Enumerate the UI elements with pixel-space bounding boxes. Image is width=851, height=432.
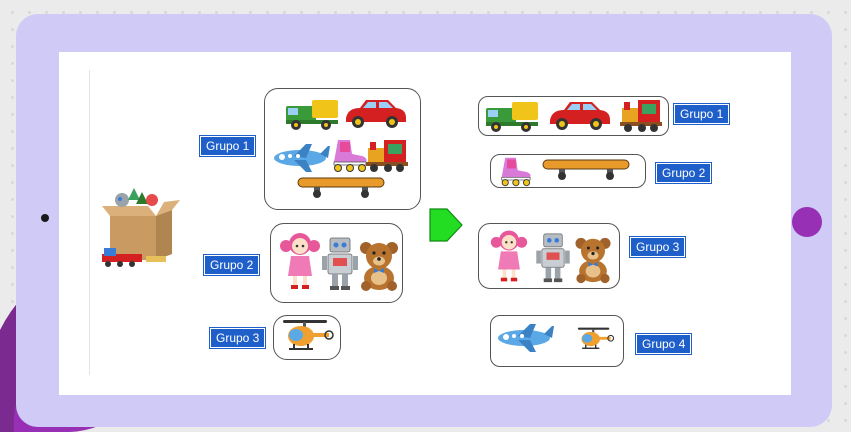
toy-truck-icon bbox=[484, 100, 540, 134]
next-arrow-icon[interactable] bbox=[429, 208, 463, 242]
doll-icon bbox=[489, 226, 529, 284]
toy-helicopter-icon bbox=[575, 326, 615, 352]
after-group-3-label: Grupo 3 bbox=[630, 237, 686, 257]
after-group-2-label: Grupo 2 bbox=[656, 163, 712, 183]
toy-train-icon bbox=[366, 138, 410, 174]
toy-airplane-icon bbox=[272, 142, 332, 176]
camera-dot bbox=[41, 214, 49, 222]
roller-skate-icon bbox=[328, 138, 370, 174]
robot-icon bbox=[535, 232, 571, 284]
toy-car-icon bbox=[342, 98, 408, 130]
teddy-bear-icon bbox=[358, 240, 400, 292]
divider-line bbox=[89, 70, 90, 375]
toy-airplane-icon bbox=[496, 322, 556, 356]
doll-icon bbox=[278, 230, 322, 290]
toy-helicopter-icon bbox=[279, 319, 335, 352]
toy-box-icon bbox=[102, 186, 182, 267]
teddy-bear-icon bbox=[573, 236, 613, 284]
home-button[interactable] bbox=[792, 207, 822, 237]
roller-skate-icon bbox=[496, 156, 534, 188]
after-group-4-label: Grupo 4 bbox=[636, 334, 692, 354]
skateboard-icon bbox=[297, 177, 386, 200]
toy-car-icon bbox=[546, 100, 612, 132]
after-group-1-label: Grupo 1 bbox=[674, 104, 730, 124]
before-group-3-label: Grupo 3 bbox=[210, 328, 266, 348]
toy-truck-icon bbox=[284, 98, 340, 132]
before-group-1-label: Grupo 1 bbox=[200, 136, 256, 156]
toy-train-icon bbox=[620, 98, 664, 134]
before-group-2-label: Grupo 2 bbox=[204, 255, 260, 275]
skateboard-icon bbox=[541, 159, 633, 182]
robot-icon bbox=[321, 236, 359, 292]
